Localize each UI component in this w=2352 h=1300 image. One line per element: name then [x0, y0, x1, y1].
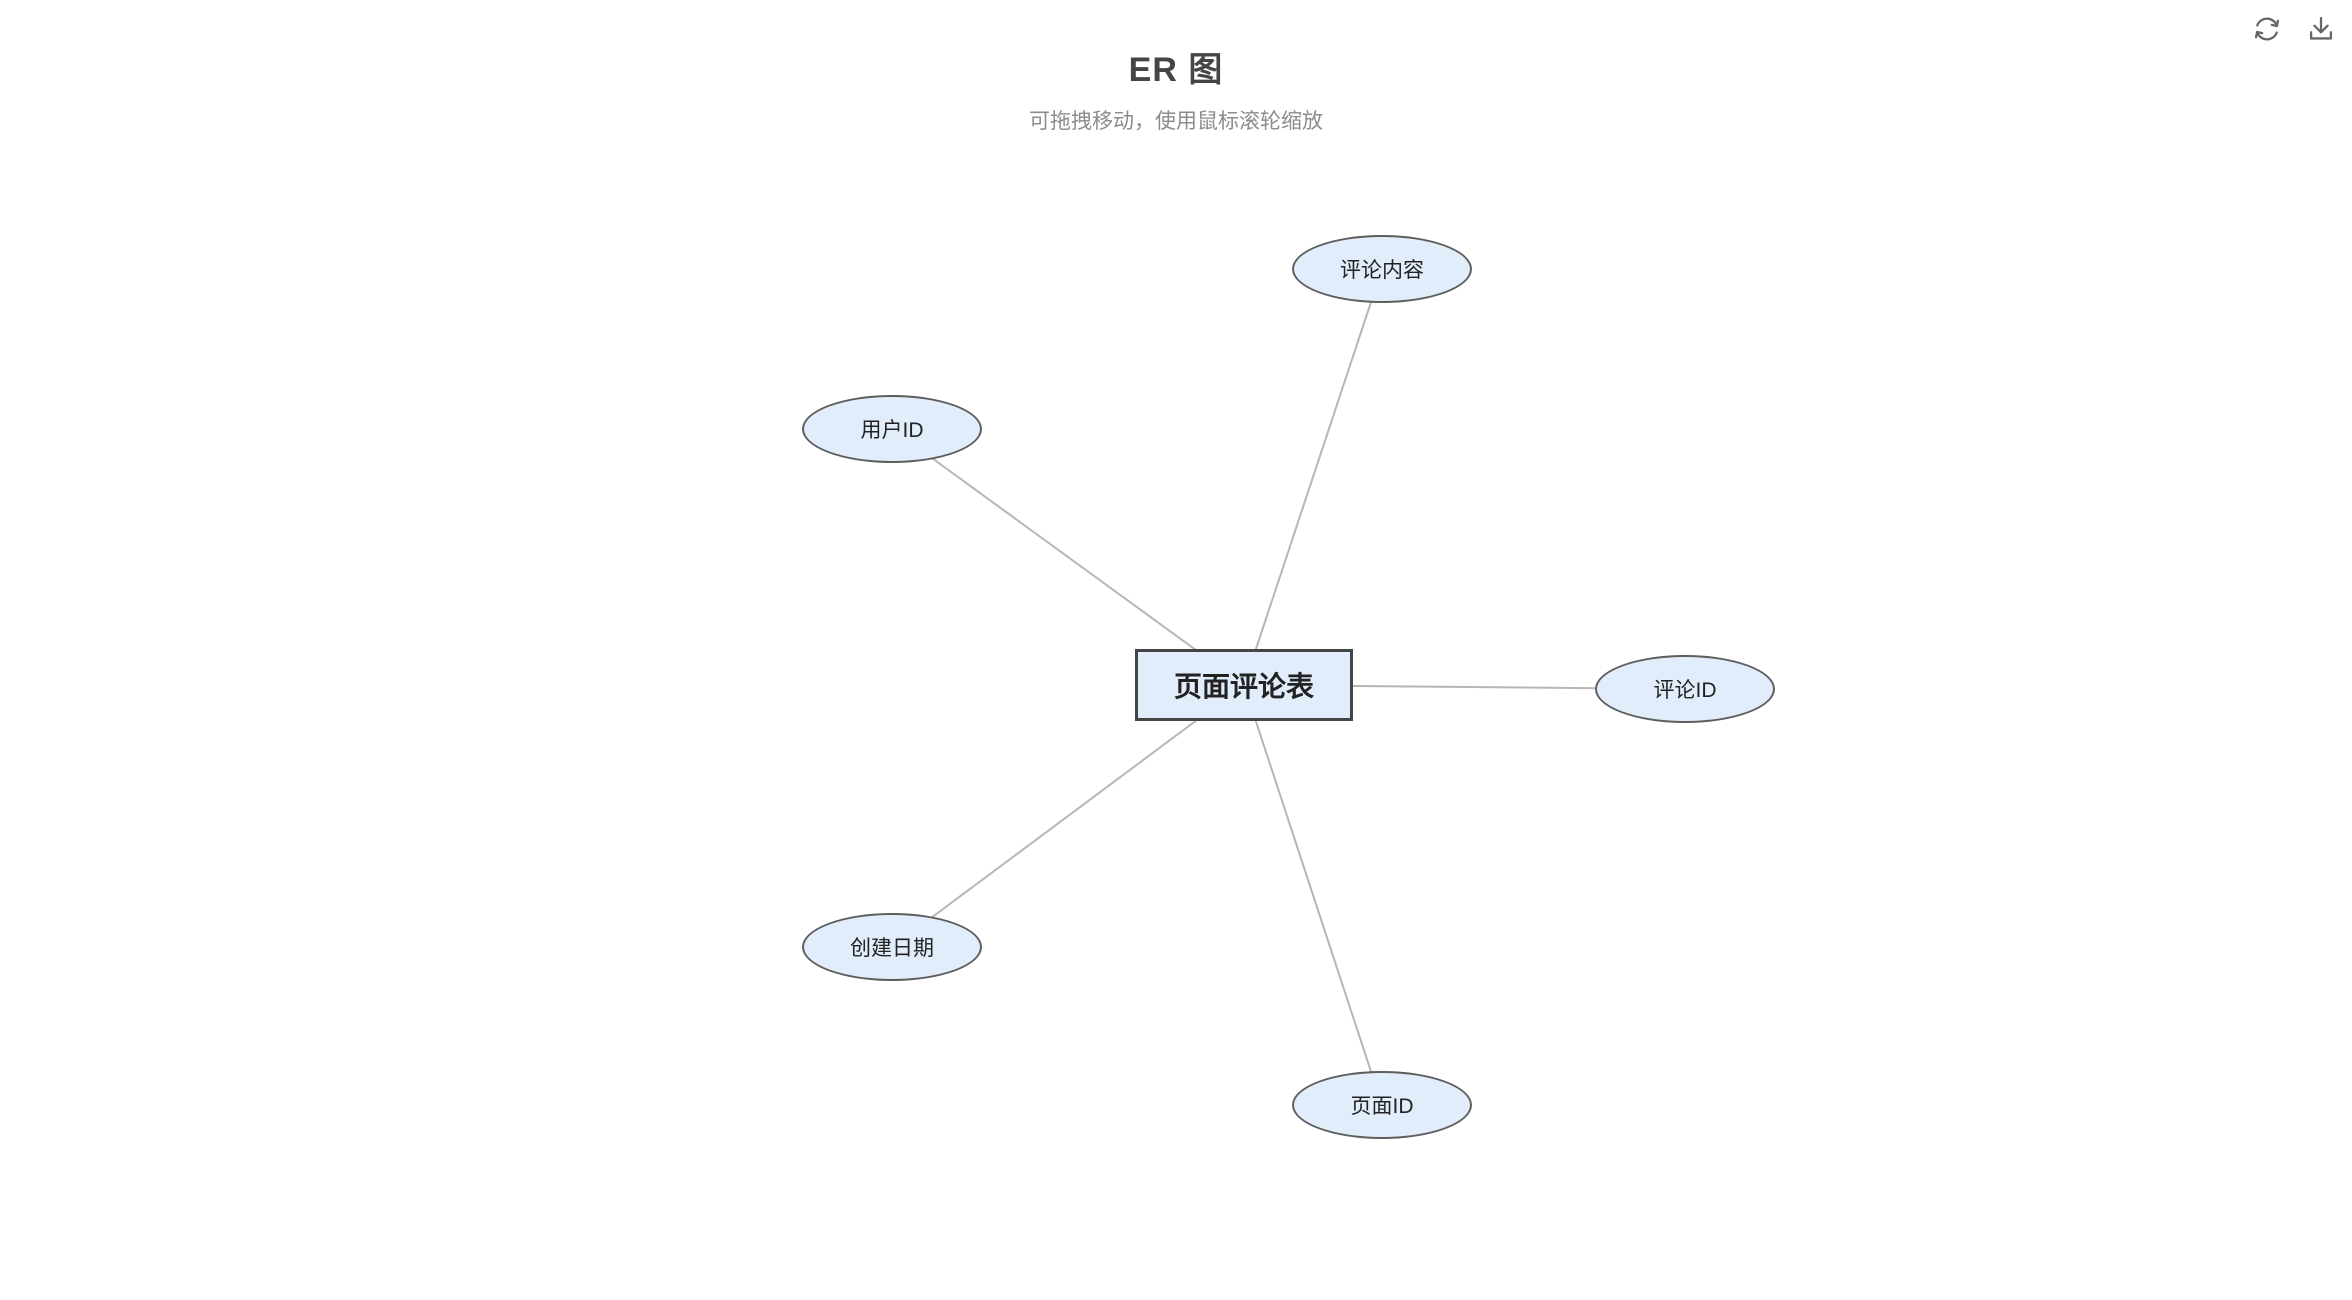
- attribute-node[interactable]: 评论ID: [1595, 655, 1775, 723]
- refresh-button[interactable]: [2248, 10, 2286, 48]
- entity-node[interactable]: 页面评论表: [1135, 649, 1353, 721]
- refresh-icon: [2254, 17, 2280, 41]
- attribute-node[interactable]: 页面ID: [1292, 1071, 1472, 1139]
- edge-line: [1243, 684, 1383, 1106]
- download-button[interactable]: [2302, 10, 2340, 48]
- edge-line: [891, 428, 1245, 686]
- attribute-node[interactable]: 评论内容: [1292, 235, 1472, 303]
- edge-line: [1243, 268, 1383, 686]
- attribute-node[interactable]: 用户ID: [802, 395, 982, 463]
- toolbar: [2248, 10, 2340, 48]
- attribute-node[interactable]: 创建日期: [802, 913, 982, 981]
- edge-line: [891, 684, 1245, 948]
- download-icon: [2309, 17, 2333, 40]
